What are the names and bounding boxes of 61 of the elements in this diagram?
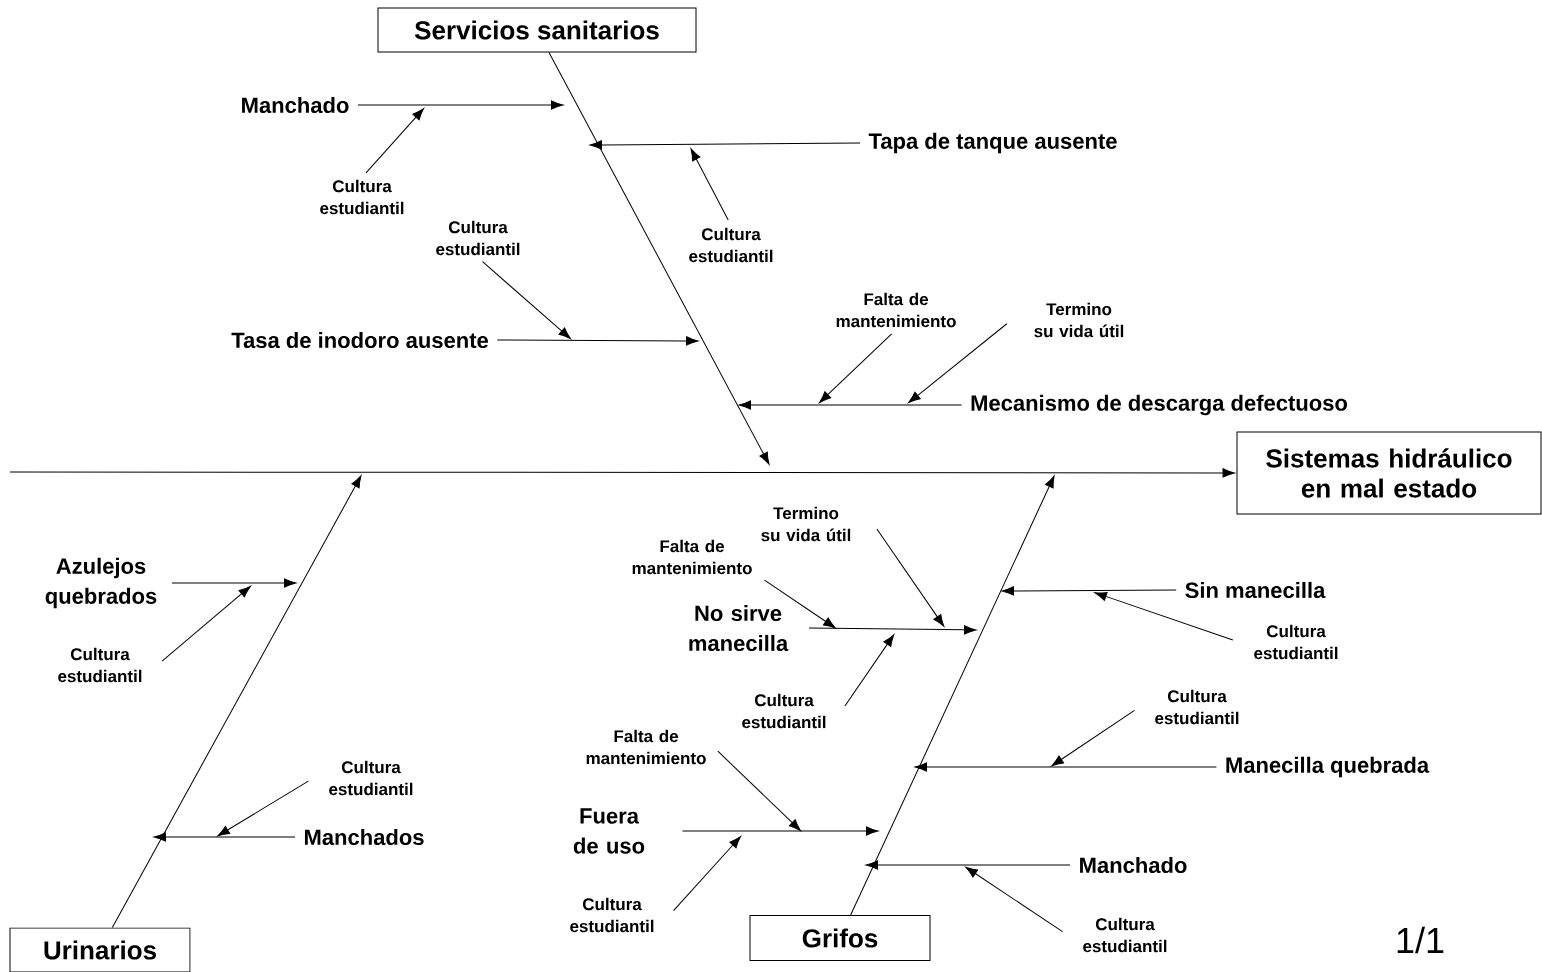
arrow [690,148,729,221]
arrow [1001,586,1177,596]
arrow [717,750,801,831]
cause-label: No sirve manecilla [689,604,789,652]
cause-label: Tasa de inodoro ausente [231,331,488,349]
category-box: Sistemas hidráulico en mal estado [1236,431,1542,515]
cause-label: Cultura estudiantil [742,693,826,729]
arrow [548,52,770,465]
arrow [819,333,893,403]
arrow [357,100,564,110]
arrow [844,634,895,707]
arrow [876,528,945,627]
arrow [171,578,297,588]
cause-label: Cultura estudiantil [320,179,404,215]
cause-label: Tapa de tanque ausente [868,132,1117,154]
arrow [496,336,699,346]
arrow [908,323,1008,404]
arrow [738,400,963,410]
cause-label: Cultura estudiantil [1254,624,1338,660]
cause-label: Cultura estudiantil [1083,917,1167,953]
arrow [865,860,1071,870]
category-box: Grifos [749,915,931,961]
cause-label: Falta de mantenimiento [632,539,752,575]
arrow [965,866,1063,933]
arrow [365,108,425,174]
arrow [589,140,861,150]
cause-label: Falta de mantenimiento [836,292,956,328]
cause-label: Sin manecilla [1185,581,1326,599]
arrow [1051,709,1136,767]
cause-label: Cultura estudiantil [329,760,413,796]
arrow [808,625,977,635]
arrow [850,475,1055,916]
arrow [153,832,296,842]
category-box: Urinarios [9,927,191,972]
cause-label: Termino su vida útil [761,506,851,542]
cause-label: Cultura estudiantil [1155,689,1239,725]
arrow [682,826,879,836]
cause-label: Cultura estudiantil [436,220,520,256]
cause-label: Manchado [1080,856,1187,874]
cause-label: Cultura estudiantil [58,647,142,683]
cause-label: Falta de mantenimiento [586,729,706,765]
arrow [111,475,362,928]
arrow [914,762,1217,772]
cause-label: Azulejos quebrados [45,557,157,609]
cause-label: Manchados [304,828,424,846]
page-number: 1/1 [1397,926,1444,954]
arrow [673,836,742,912]
cause-label: Manecilla quebrada [1226,756,1430,778]
arrow [482,261,571,340]
arrow [217,780,309,837]
spine-arrow [9,468,1235,478]
arrow [1094,591,1234,641]
cause-label: Cultura estudiantil [689,227,773,263]
arrow [764,579,836,629]
arrow [161,585,251,662]
cause-label: Mecanismo de descarga defectuoso [971,394,1347,416]
cause-label: Termino su vida útil [1034,302,1124,338]
cause-label: Fuera de uso [573,808,645,854]
category-box: Servicios sanitarios [377,7,697,53]
cause-label: Manchado [242,96,349,114]
cause-label: Cultura estudiantil [570,897,654,933]
